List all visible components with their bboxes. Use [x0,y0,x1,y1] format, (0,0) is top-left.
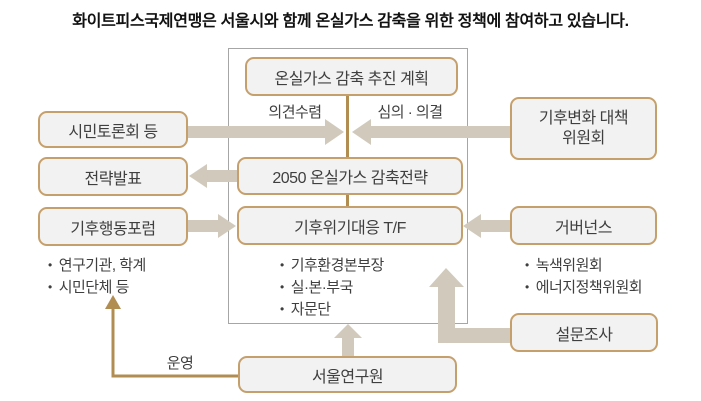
box-strategy-announcement: 전략발표 [38,157,188,196]
box-label: 설문조사 [555,326,613,344]
box-seoul-institute: 서울연구원 [238,356,457,393]
bullet-icon: • [48,280,52,294]
list-item: • 연구기관, 학계 [48,255,146,277]
list-item-text: 기후환경본부장 [290,257,385,274]
list-item-text: 연구기관, 학계 [58,257,147,274]
list-item-text: 시민단체 등 [58,279,130,296]
edge-label-opinion: 의견수렴 [268,104,322,121]
box-climate-crisis-tf: 기후위기대응 T/F [237,206,463,245]
list-item: • 시민단체 등 [48,277,146,299]
tf-members-list: • 기후환경본부장 • 실·본·부국 • 자문단 [280,255,384,321]
list-item-text: 실·본·부국 [290,279,354,296]
box-label: 온실가스 감축 추진 계획 [274,70,429,88]
bullet-icon: • [48,258,52,272]
list-item-text: 자문단 [290,301,331,318]
box-label: 전략발표 [84,170,142,188]
box-2050-reduction-strategy: 2050 온실가스 감축전략 [237,157,463,195]
bullet-icon: • [280,280,284,294]
box-survey: 설문조사 [510,313,658,352]
box-climate-change-committee: 기후변화 대책 위원회 [510,97,657,160]
list-item: • 자문단 [280,299,384,321]
edge-label-operation: 운영 [166,355,194,372]
box-label: 서울연구원 [311,368,384,386]
box-citizen-debate: 시민토론회 등 [38,111,188,148]
bullet-icon: • [280,258,284,272]
box-climate-action-forum: 기후행동포럼 [38,207,188,246]
box-label-line1: 기후변화 대책 [538,109,629,127]
box-label: 기후행동포럼 [70,220,156,238]
list-item: • 에너지정책위원회 [525,277,643,299]
box-label: 기후위기대응 T/F [294,219,406,237]
box-label: 시민토론회 등 [68,123,158,141]
bullet-icon: • [280,302,284,316]
institute-up-arrow [334,324,362,357]
bullet-icon: • [525,280,529,294]
page-title: 화이트피스국제연맹은 서울시와 함께 온실가스 감축을 위한 정책에 참여하고 … [72,13,629,30]
forum-members-list: • 연구기관, 학계 • 시민단체 등 [48,255,146,299]
list-item: • 녹색위원회 [525,255,642,277]
governance-members-list: • 녹색위원회 • 에너지정책위원회 [525,255,643,299]
list-item-text: 에너지정책위원회 [535,279,643,296]
list-item: • 기후환경본부장 [280,255,384,277]
box-label: 2050 온실가스 감축전략 [272,170,428,187]
box-ghg-reduction-plan: 온실가스 감축 추진 계획 [245,57,458,96]
edge-label-review: 심의 · 의결 [377,104,443,121]
governance-arrow [463,214,510,238]
bullet-icon: • [525,258,529,272]
box-label-line2: 위원회 [562,129,605,147]
list-item: • 실·본·부국 [280,277,384,299]
list-item-text: 녹색위원회 [535,257,603,274]
box-label: 기후변화 대책 위원회 [538,109,629,149]
box-label: 거버넌스 [555,219,612,237]
box-governance: 거버넌스 [510,206,657,245]
